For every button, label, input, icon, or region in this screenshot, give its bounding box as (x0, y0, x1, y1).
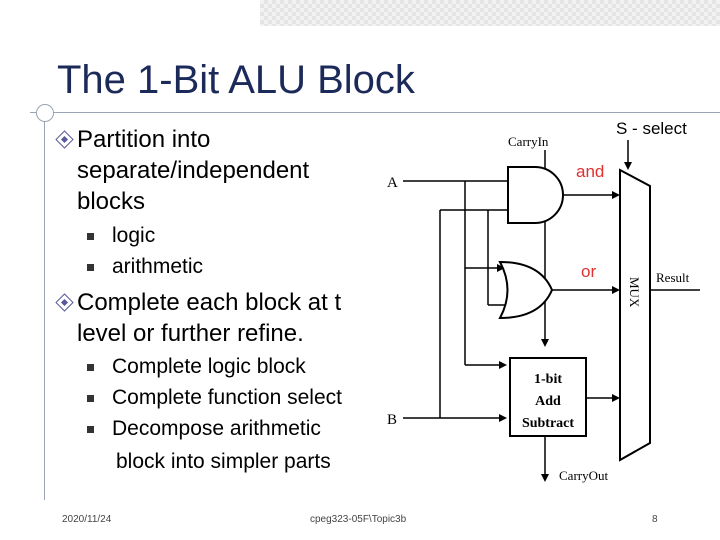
footer-page-number: 8 (652, 514, 658, 525)
divider-vertical (44, 104, 45, 500)
select-label: S - select (616, 119, 687, 138)
sub-bullet-function-select: Complete function select (112, 386, 342, 409)
bullet-2-line-1: Complete each block at t (77, 289, 342, 316)
divider-horizontal (30, 112, 720, 113)
adder-block (509, 357, 587, 437)
mux-label: MUX (627, 277, 642, 308)
sub-bullet-square-icon (87, 264, 94, 271)
sub-bullet-decompose-cont: block into simpler parts (116, 450, 331, 473)
bullet-1-line-1: Partition into (77, 126, 211, 153)
bullet-1-line-3: blocks (77, 188, 146, 215)
input-b-label: B (387, 412, 397, 428)
mux-block (619, 168, 651, 462)
or-label: or (581, 262, 596, 281)
adder-label-line-1: 1-bit (534, 372, 562, 387)
or-gate-icon (498, 260, 554, 320)
carry-in-label: CarryIn (508, 134, 549, 149)
bullet-1-text: Partition into separate/independent bloc… (77, 124, 377, 219)
bullet-1-line-2: separate/independent (77, 157, 310, 184)
sub-bullet-square-icon (87, 426, 94, 433)
and-gate-icon (507, 166, 564, 224)
sub-bullet-decompose: Decompose arithmetic (112, 417, 321, 440)
result-label: Result (656, 270, 690, 285)
corner-circle (36, 104, 54, 122)
sub-bullet-arithmetic: arithmetic (112, 255, 204, 278)
bullet-2-line-2: level or further refine. (77, 320, 304, 347)
header-pattern (260, 0, 720, 26)
input-a-label: A (387, 175, 398, 191)
slide-title: The 1-Bit ALU Block (57, 58, 415, 102)
bullet-2-text: Complete each block at t level or furthe… (77, 287, 397, 351)
footer-file: cpeg323-05F\Topic3b (310, 514, 407, 525)
sub-bullet-square-icon (87, 364, 94, 371)
sub-bullet-logic: logic (112, 224, 156, 247)
sub-bullet-logic-block: Complete logic block (112, 355, 306, 378)
and-label: and (576, 162, 604, 181)
sub-bullet-square-icon (87, 395, 94, 402)
adder-label-line-2: Add (535, 394, 561, 409)
carry-out-label: CarryOut (559, 468, 608, 483)
sub-bullet-square-icon (87, 233, 94, 240)
adder-label-line-3: Subtract (522, 416, 574, 431)
footer-date: 2020/11/24 (62, 514, 112, 525)
